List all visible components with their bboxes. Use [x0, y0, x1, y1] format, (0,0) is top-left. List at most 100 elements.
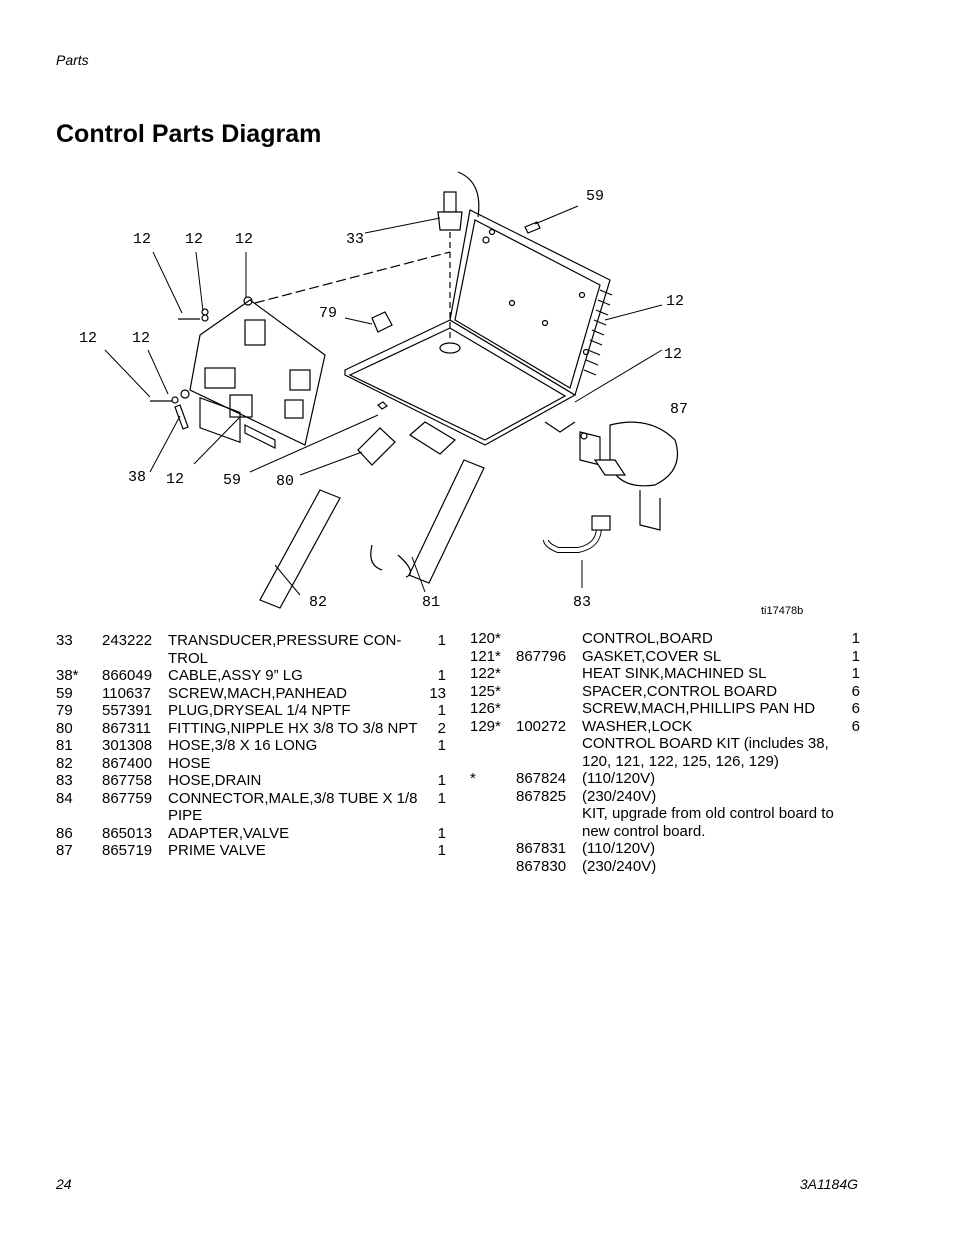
transducer-drawing: [437, 171, 480, 342]
prime-valve-drawing: [579, 421, 679, 531]
callout-82: 82: [309, 594, 327, 611]
callout-12-b: 12: [185, 231, 203, 248]
parts-cell-qty: 1: [437, 667, 446, 684]
plug-drawing: [371, 311, 393, 333]
parts-cell-desc: FITTING,NIPPLE HX 3/8 TO 3/8 NPT: [168, 719, 418, 737]
parts-cell-ref: 122*: [470, 665, 501, 682]
parts-cell-ref: 126*: [470, 700, 501, 717]
parts-cell-qty: 1: [851, 665, 860, 682]
parts-cell-part: 867825: [516, 787, 567, 805]
callout-59-a: 59: [586, 188, 604, 205]
parts-cell-desc: CONNECTOR,MALE,3/8 TUBE X 1/8 PIPE: [168, 789, 418, 825]
callout-12-g: 12: [664, 346, 682, 363]
parts-cell-part: 865013: [102, 824, 153, 842]
figure-id: ti17478b: [761, 605, 803, 617]
callout-59-b: 59: [223, 472, 241, 489]
parts-cell-ref: [470, 858, 516, 876]
parts-cell-desc: TRANSDUCER,PRESSURE CON-TROL: [168, 632, 402, 667]
parts-cell-ref: 81: [56, 737, 73, 754]
parts-cell-desc: (230/240V): [582, 857, 657, 875]
parts-cell-part: 865719: [102, 842, 153, 859]
parts-cell-qty: 6: [851, 682, 860, 700]
parts-cell-part: 867831: [516, 840, 567, 857]
parts-cell-ref: 80: [56, 719, 73, 737]
section-label: Parts: [56, 52, 89, 68]
parts-cell-part: [516, 700, 582, 718]
hose-fittings-drawing: [259, 401, 611, 609]
parts-cell-desc: CONTROL,BOARD: [582, 630, 713, 647]
parts-cell-qty: [844, 770, 860, 788]
parts-cell-part: 866049: [102, 667, 153, 684]
parts-cell-ref: 120*: [470, 630, 501, 647]
parts-cell-part: 867796: [516, 647, 567, 665]
parts-cell-qty: 1: [437, 772, 446, 789]
callout-87: 87: [670, 401, 688, 418]
alignment-line: [254, 251, 451, 304]
page-title: Control Parts Diagram: [56, 120, 322, 148]
parts-cell-ref: *: [470, 770, 476, 787]
parts-cell-ref: 84: [56, 789, 73, 807]
parts-cell-qty: [844, 788, 860, 806]
parts-cell-desc: SCREW,MACH,PANHEAD: [168, 684, 347, 702]
parts-cell-qty: 1: [437, 632, 446, 649]
parts-cell-ref: 38*: [56, 667, 79, 684]
parts-cell-ref: 59: [56, 684, 73, 702]
parts-row: 83 867758 HOSE,DRAIN 1: [56, 772, 446, 790]
parts-cell-qty: [844, 840, 860, 858]
parts-cell-part: 243222: [102, 632, 153, 649]
parts-row: KIT, upgrade from old control board to n…: [470, 805, 860, 840]
parts-cell-ref: 82: [56, 754, 73, 772]
parts-cell-part: 867824: [516, 770, 567, 787]
parts-cell-desc: WASHER,LOCK: [582, 717, 693, 735]
parts-cell-part: 867311: [102, 719, 151, 737]
callout-79: 79: [319, 305, 337, 322]
parts-cell-part: [516, 683, 582, 701]
parts-cell-ref: 83: [56, 772, 73, 789]
parts-cell-ref: 86: [56, 824, 73, 842]
parts-cell-desc: HOSE,DRAIN: [168, 772, 262, 789]
parts-cell-part: 867758: [102, 772, 153, 789]
parts-row: 81 301308 HOSE,3/8 X 16 LONG 1: [56, 737, 446, 755]
parts-cell-qty: [844, 735, 860, 770]
parts-row: 82 867400 HOSE: [56, 755, 446, 773]
parts-cell-part: [516, 630, 582, 648]
parts-cell-qty: 1: [437, 702, 446, 719]
parts-cell-qty: 13: [429, 684, 446, 702]
callout-12-f: 12: [132, 330, 150, 347]
parts-cell-desc: HOSE,3/8 X 16 LONG: [168, 737, 318, 754]
leader-lines: [104, 205, 663, 596]
parts-row: 59 110637 SCREW,MACH,PANHEAD 13: [56, 685, 446, 703]
screws-cable-drawing: [150, 221, 541, 430]
parts-cell-part: 301308: [102, 737, 153, 754]
parts-cell-ref: 121*: [470, 647, 501, 665]
parts-cell-desc: HOSE: [168, 754, 211, 772]
parts-cell-part: 867830: [516, 857, 567, 875]
parts-cell-qty: [844, 858, 860, 876]
callout-12-e: 12: [79, 330, 97, 347]
callout-81: 81: [422, 594, 440, 611]
parts-cell-part: 867400: [102, 754, 153, 772]
heat-sink-drawing: [344, 209, 613, 446]
parts-cell-ref: [470, 805, 516, 840]
parts-cell-qty: 1: [437, 737, 446, 754]
callout-12-c: 12: [235, 231, 253, 248]
callout-12-d: 12: [666, 293, 684, 310]
page-number: 24: [56, 1176, 72, 1192]
parts-cell-qty: 1: [851, 630, 860, 647]
callout-83: 83: [573, 594, 591, 611]
parts-cell-part: 557391: [102, 702, 153, 719]
parts-cell-desc: ADAPTER,VALVE: [168, 824, 290, 842]
parts-cell-part: 100272: [516, 717, 567, 735]
parts-row: CONTROL BOARD KIT (includes 38, 120, 121…: [470, 735, 860, 770]
parts-cell-qty: [420, 755, 446, 773]
parts-cell-part: 110637: [102, 684, 151, 702]
parts-cell-qty: 1: [437, 824, 446, 842]
document-number: 3A1184G: [799, 1176, 858, 1192]
